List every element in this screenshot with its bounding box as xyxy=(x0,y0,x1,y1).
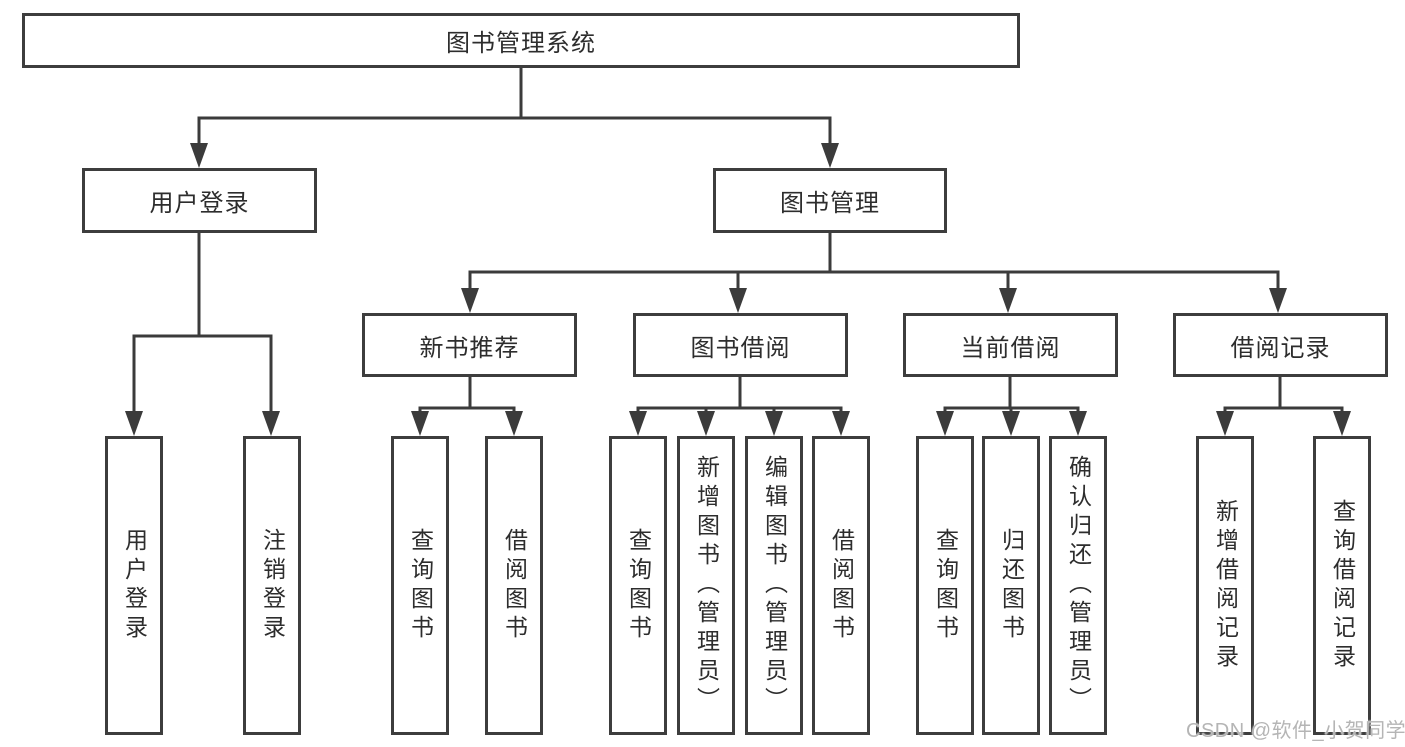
node-label: 确认归还（管理员） xyxy=(1065,455,1092,716)
node-label: 查询图书 xyxy=(932,527,959,644)
node-label: 图书管理 xyxy=(780,190,880,217)
leaf-borrow-books: 借阅图书 xyxy=(812,436,870,735)
node-label: 查询图书 xyxy=(625,527,652,644)
node-label: 新增借阅记录 xyxy=(1212,498,1239,673)
node-label: 借阅图书 xyxy=(501,527,528,644)
node-label: 查询借阅记录 xyxy=(1329,498,1356,673)
node-root-library-system: 图书管理系统 xyxy=(22,13,1020,68)
node-label: 新书推荐 xyxy=(419,334,520,362)
leaf-user-login: 用户登录 xyxy=(105,436,163,735)
leaf-add-borrow-record: 新增借阅记录 xyxy=(1196,436,1254,735)
node-label: 借阅记录 xyxy=(1230,334,1331,362)
node-label: 图书借阅 xyxy=(690,334,791,362)
leaf-query-books-borrow: 查询图书 xyxy=(609,436,667,735)
node-book-management: 图书管理 xyxy=(713,168,947,233)
node-new-book-recommend: 新书推荐 xyxy=(362,313,577,377)
node-label: 编辑图书（管理员） xyxy=(761,455,788,716)
node-label: 注销登录 xyxy=(259,527,286,644)
node-borrow-records: 借阅记录 xyxy=(1173,313,1388,377)
leaf-return-books: 归还图书 xyxy=(982,436,1040,735)
leaf-query-books-current: 查询图书 xyxy=(916,436,974,735)
leaf-query-borrow-record: 查询借阅记录 xyxy=(1313,436,1371,735)
leaf-query-books-recommend: 查询图书 xyxy=(391,436,449,735)
leaf-logout: 注销登录 xyxy=(243,436,301,735)
leaf-edit-books-admin: 编辑图书（管理员） xyxy=(745,436,803,735)
node-book-borrow: 图书借阅 xyxy=(633,313,848,377)
node-label: 用户登录 xyxy=(149,190,250,217)
connector-arrowheads xyxy=(125,143,1351,436)
node-label: 图书管理系统 xyxy=(446,30,596,57)
node-current-borrow: 当前借阅 xyxy=(903,313,1118,377)
node-label: 当前借阅 xyxy=(960,334,1061,362)
node-label: 归还图书 xyxy=(998,527,1025,644)
leaf-borrow-books-recommend: 借阅图书 xyxy=(485,436,543,735)
csdn-watermark: CSDN @软件_小贺同学 xyxy=(1186,720,1405,742)
node-label: 新增图书（管理员） xyxy=(693,455,720,716)
leaf-confirm-return-admin: 确认归还（管理员） xyxy=(1049,436,1107,735)
node-user-login: 用户登录 xyxy=(82,168,317,233)
node-label: 借阅图书 xyxy=(828,527,855,644)
node-label: 查询图书 xyxy=(407,527,434,644)
leaf-add-books-admin: 新增图书（管理员） xyxy=(677,436,735,735)
node-label: 用户登录 xyxy=(121,527,148,644)
